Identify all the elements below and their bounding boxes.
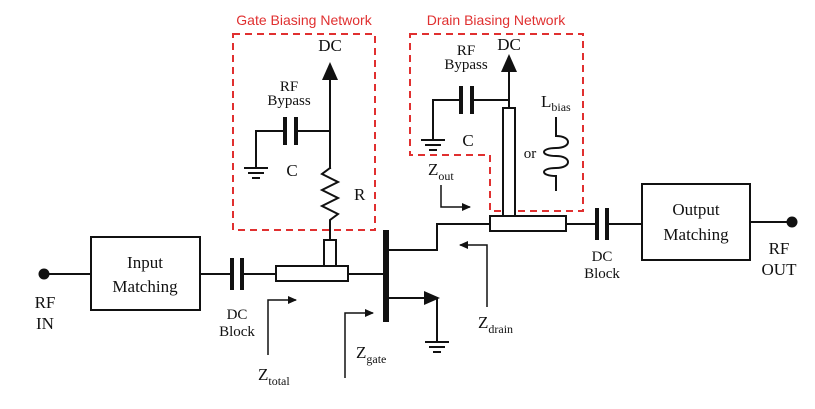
z-gate-label: Zgate <box>356 343 386 366</box>
gate-biasing-network: Gate Biasing Network DC RF Bypass C R <box>232 12 376 241</box>
gate-dc-label: DC <box>318 36 342 55</box>
z-gate-arrow <box>344 309 374 378</box>
input-matching-label-top: Input <box>127 253 163 272</box>
drain-bias-line <box>502 107 516 217</box>
input-matching-block[interactable] <box>90 236 201 311</box>
gate-dc-arrow <box>322 62 338 80</box>
output-matching-block[interactable] <box>641 183 751 261</box>
output-matching-label-top: Output <box>672 200 720 219</box>
output-matching-label-bottom: Matching <box>663 225 729 244</box>
output-dc-label: DC <box>592 249 613 265</box>
input-section: RF IN Input Matching DC Block <box>35 236 277 340</box>
drain-transmission-line <box>489 215 567 232</box>
output-block-label: Block <box>584 266 620 282</box>
gate-resistor-label: R <box>354 185 366 204</box>
z-out-arrow <box>440 185 471 211</box>
input-matching-label-bottom: Matching <box>112 277 178 296</box>
ground-icon <box>244 167 268 179</box>
gate-capacitor-label: C <box>286 161 297 180</box>
gate-bypass-label: Bypass <box>267 93 311 109</box>
gate-tee-stub <box>323 239 337 267</box>
rf-in-label-top: RF <box>35 293 56 312</box>
z-out-label: Zout <box>428 160 454 183</box>
rf-out-label-top: RF <box>769 239 790 258</box>
ground-icon <box>421 139 445 151</box>
gate-network-outline <box>232 33 376 231</box>
z-drain-label: Zdrain <box>478 313 513 336</box>
rf-out-label-bottom: OUT <box>762 260 798 279</box>
output-section: DC Block Output Matching RF OUT <box>489 183 798 282</box>
gate-rf-label: RF <box>280 79 298 95</box>
impedance-annotations: Ztotal Zgate Zdrain Zout <box>258 160 513 388</box>
rf-out-terminal[interactable] <box>786 216 798 228</box>
gate-transmission-line <box>275 265 349 282</box>
drain-biasing-network: Drain Biasing Network DC RF Bypass C or … <box>409 12 584 217</box>
drain-rf-label: RF <box>457 43 475 59</box>
input-block-label: Block <box>219 324 255 340</box>
z-total-label: Ztotal <box>258 365 290 388</box>
drain-bypass-label: Bypass <box>444 57 488 73</box>
input-dc-label: DC <box>227 307 248 323</box>
bias-inductor <box>543 134 569 178</box>
transistor-section <box>275 223 491 353</box>
drain-dc-arrow <box>501 54 517 72</box>
rf-in-terminal[interactable] <box>38 268 50 280</box>
drain-network-outline <box>409 33 584 212</box>
gate-resistor <box>319 166 341 241</box>
z-out-sub: out <box>438 169 454 183</box>
z-total-sub: total <box>268 374 290 388</box>
drain-capacitor-label: C <box>462 131 473 150</box>
z-drain-sub: drain <box>488 322 513 336</box>
rf-in-label-bottom: IN <box>36 314 54 333</box>
z-drain-arrow <box>459 241 488 307</box>
drain-lead <box>385 223 491 251</box>
z-gate-sub: gate <box>366 352 386 366</box>
inductor-label: Lbias <box>541 92 571 114</box>
ground-icon <box>425 341 449 353</box>
inductor-label-sub: bias <box>551 100 571 114</box>
drain-dc-label: DC <box>497 35 521 54</box>
or-label: or <box>524 146 537 162</box>
gate-network-title: Gate Biasing Network <box>236 12 372 28</box>
source-arrow-icon <box>424 291 440 305</box>
drain-network-title: Drain Biasing Network <box>427 12 566 28</box>
z-total-arrow <box>267 296 297 355</box>
